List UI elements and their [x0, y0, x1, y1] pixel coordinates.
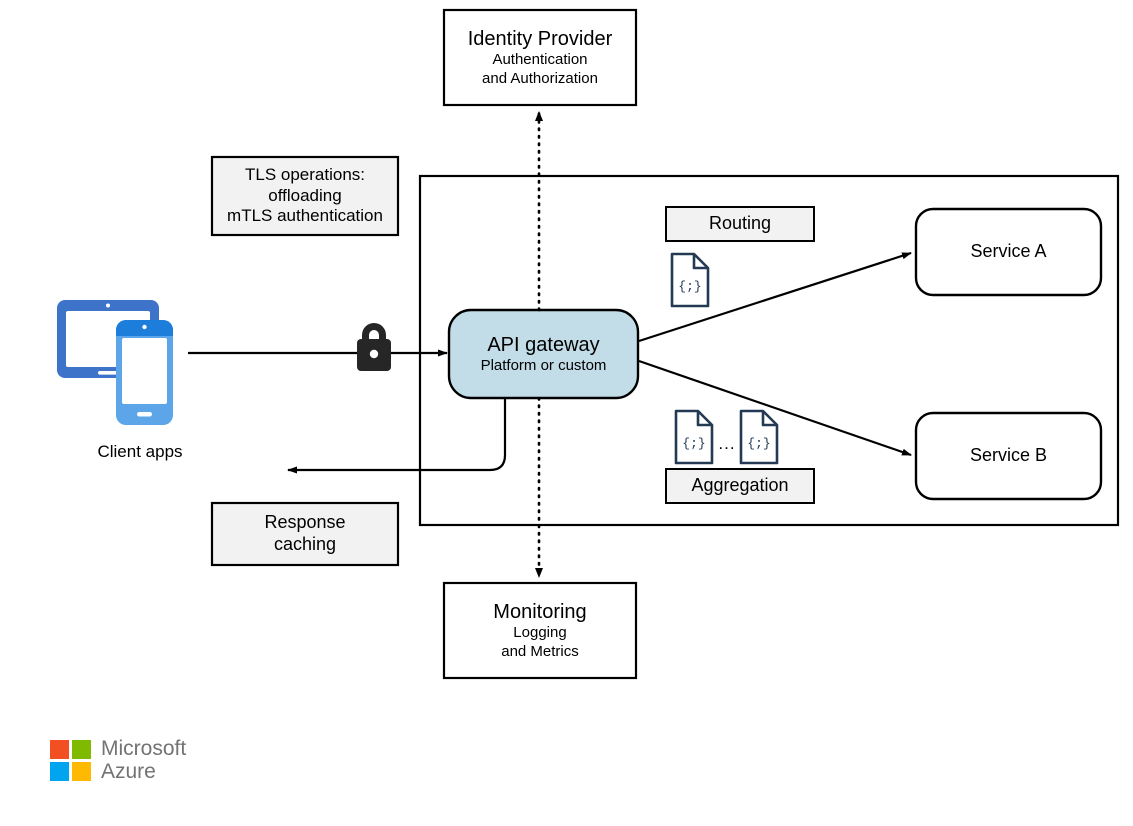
logo-square-blue	[50, 762, 69, 782]
identity-provider-box[interactable]	[442, 8, 638, 107]
logo-square-red	[50, 740, 69, 760]
microsoft-azure-logo: Microsoft Azure	[50, 737, 187, 783]
aggregation-box[interactable]	[665, 468, 815, 504]
gateway-to-service-a-arrow	[638, 251, 912, 343]
logo-square-green	[72, 740, 91, 760]
api-gateway-box[interactable]	[447, 308, 640, 400]
json-document-icon-routing: {;}	[670, 252, 710, 308]
logo-square-yellow	[72, 762, 91, 782]
svg-text:{;}: {;}	[682, 436, 705, 451]
svg-text:{;}: {;}	[678, 279, 701, 294]
gateway-boundary-container	[418, 174, 1120, 527]
logo-line-microsoft: Microsoft	[101, 737, 187, 760]
routing-box[interactable]	[665, 206, 815, 242]
json-document-icon-aggregation-2: {;}	[739, 409, 779, 465]
gateway-to-service-b-arrow	[638, 359, 912, 457]
phone-icon	[116, 320, 173, 425]
tls-operations-box[interactable]	[210, 155, 400, 237]
monitoring-box[interactable]	[442, 581, 638, 680]
response-caching-box[interactable]	[210, 501, 400, 567]
microsoft-azure-wordmark: Microsoft Azure	[101, 737, 187, 783]
service-b-box[interactable]	[914, 411, 1103, 501]
json-document-icon-aggregation-1: {;}	[674, 409, 714, 465]
logo-line-azure: Azure	[101, 759, 156, 783]
microsoft-logo-squares	[50, 740, 91, 782]
response-arrow	[287, 398, 507, 474]
service-a-box[interactable]	[914, 207, 1103, 297]
svg-text:{;}: {;}	[747, 436, 770, 451]
padlock-icon	[357, 323, 391, 371]
